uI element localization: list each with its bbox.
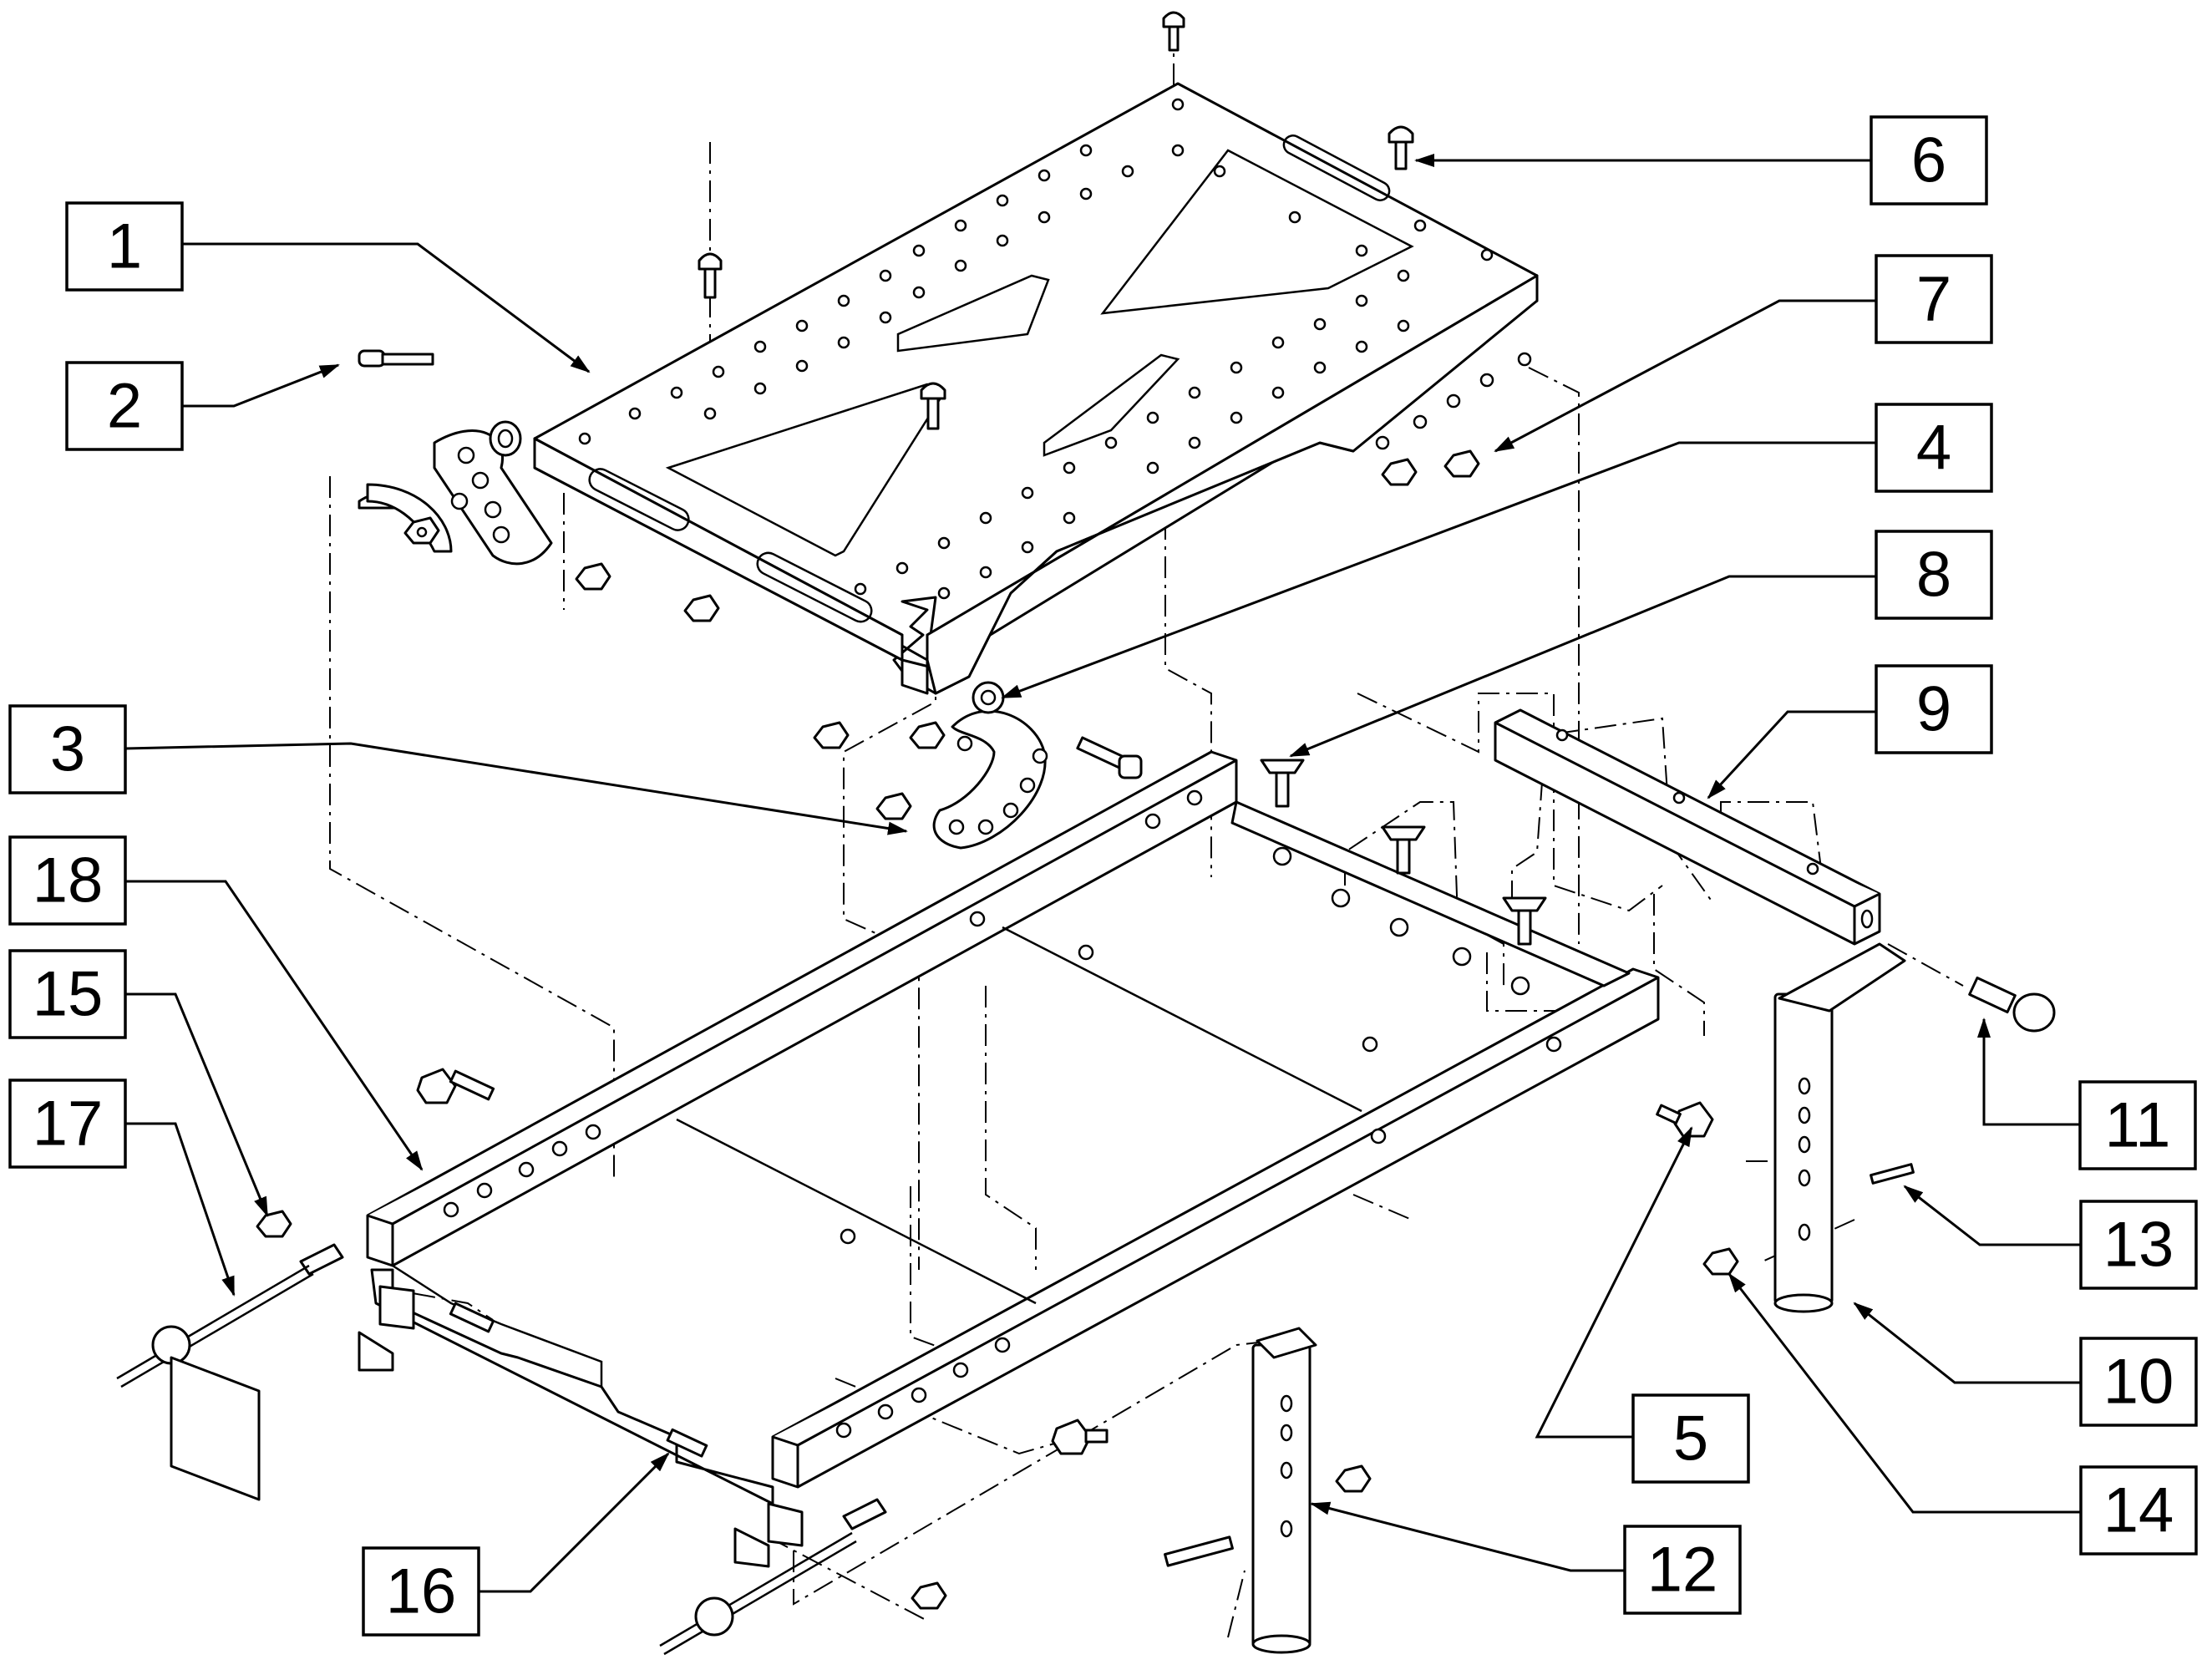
cross-bar [1494,708,1881,946]
pull-pin-right [659,1498,887,1656]
svg-text:5: 5 [1673,1403,1708,1474]
callout-13: 13 [2079,1200,2198,1290]
callout-15: 15 [8,949,127,1039]
screw-top-center [1162,11,1185,52]
svg-text:8: 8 [1916,540,1951,611]
callout-10: 10 [2079,1337,2198,1427]
screw-6 [1388,125,1414,170]
svg-text:2: 2 [107,371,142,442]
top-screws [698,11,1414,430]
nuts-under-plate [575,449,1480,749]
svg-text:12: 12 [1647,1535,1718,1606]
base-frame [366,750,1660,1505]
pull-pin-left [116,1243,344,1501]
svg-text:4: 4 [1916,413,1951,484]
side-bolts [256,1068,1714,1610]
svg-text:3: 3 [50,714,85,785]
callout-7: 7 [1875,254,1993,344]
plate-hole-grid [578,98,1494,600]
screw-center [920,382,946,430]
callout-leaders [124,154,2081,1593]
svg-text:17: 17 [33,1089,104,1160]
svg-text:15: 15 [33,959,104,1030]
callout-16: 16 [362,1546,480,1637]
svg-text:7: 7 [1916,264,1951,335]
callout-14: 14 [2079,1465,2198,1556]
top-plate [533,82,1539,695]
pull-pins [116,1243,887,1656]
callout-9: 9 [1875,664,1993,754]
bracket-lower [875,681,1143,850]
svg-text:6: 6 [1911,125,1946,196]
svg-text:10: 10 [2103,1347,2174,1418]
callout-3: 3 [8,704,127,794]
screw-left [698,252,723,299]
callout-4: 4 [1875,403,1993,493]
svg-text:13: 13 [2103,1210,2174,1281]
svg-text:11: 11 [2105,1090,2171,1161]
svg-text:18: 18 [33,845,104,916]
callout-17: 17 [8,1079,127,1169]
callout-8: 8 [1875,530,1993,620]
callout-11: 11 [2078,1080,2197,1170]
callout-18: 18 [8,835,127,926]
callout-6: 6 [1870,115,1988,206]
svg-text:1: 1 [107,211,142,282]
svg-text:9: 9 [1916,674,1951,745]
callout-2: 2 [65,361,184,451]
flat-head-screws [1260,759,1547,946]
post-12 [1164,1327,1372,1654]
callout-12: 12 [1623,1525,1742,1615]
bracket-upper [358,349,553,566]
svg-text:16: 16 [386,1556,457,1627]
callout-1: 1 [65,201,184,292]
callout-5: 5 [1631,1393,1750,1484]
post-10 [1702,942,2056,1313]
left-pin-brackets [358,1285,804,1568]
svg-text:14: 14 [2103,1475,2174,1546]
callouts: 1 2 3 4 5 6 7 8 9 10 11 12 13 14 15 16 1… [8,115,2198,1637]
